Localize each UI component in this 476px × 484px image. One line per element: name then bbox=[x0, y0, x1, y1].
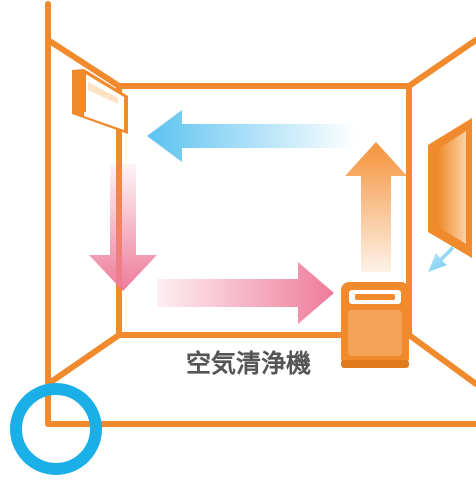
cool-air-arrow bbox=[147, 110, 356, 162]
air-purifier-icon bbox=[341, 282, 409, 368]
purified-air-arrow-up bbox=[345, 142, 407, 272]
room-edge-top-right bbox=[406, 37, 476, 89]
room-edge-bottom-right bbox=[406, 332, 476, 387]
warm-air-arrow-right bbox=[157, 262, 334, 324]
room-edge-bottom-left bbox=[45, 332, 122, 387]
window-icon bbox=[428, 118, 472, 258]
room-front-frame bbox=[45, 1, 476, 427]
corner-marker-ring bbox=[10, 383, 102, 475]
room-edge-top-left bbox=[45, 37, 122, 89]
warm-air-arrow-down bbox=[89, 164, 157, 291]
air-conditioner-icon bbox=[72, 69, 128, 134]
air-purifier-label: 空気清浄機 bbox=[186, 349, 311, 378]
airflow-arrows bbox=[89, 110, 454, 324]
window-air-arrow bbox=[428, 246, 454, 272]
